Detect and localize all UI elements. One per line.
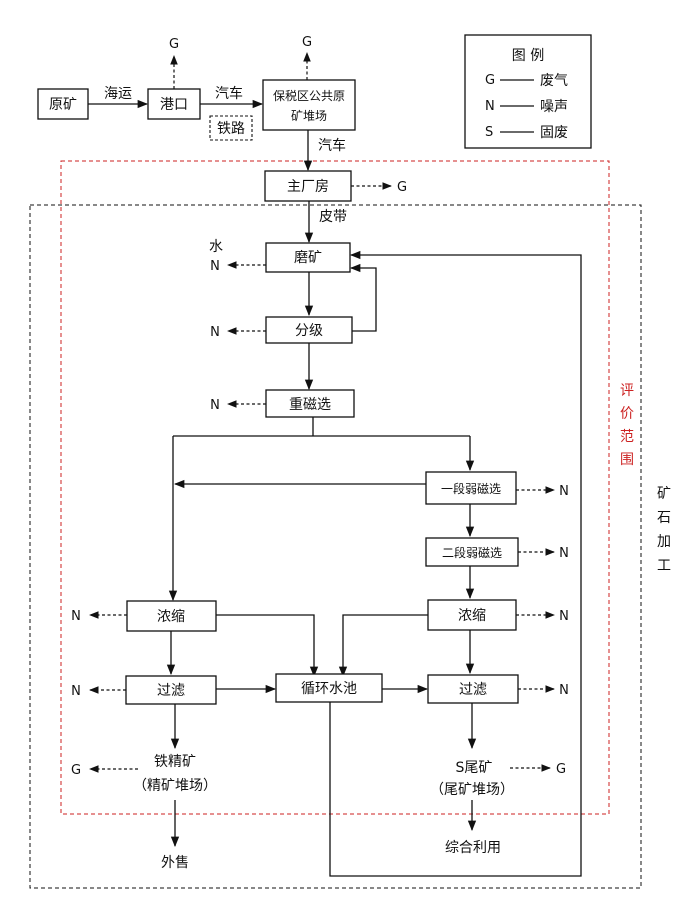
- node-thicken-right: 浓缩: [427, 599, 517, 631]
- svg-text:加: 加: [657, 534, 671, 550]
- emission-g: G: [397, 180, 407, 195]
- legend-text: 噪声: [540, 99, 568, 115]
- legend-title: 图 例: [512, 48, 544, 64]
- emission-n: N: [559, 484, 569, 499]
- edge-label-truck: 汽车: [215, 85, 243, 102]
- svg-text:循环水池: 循环水池: [301, 681, 357, 697]
- node-stockyard: 保税区公共原 矿堆场: [262, 79, 356, 131]
- node-weak-mag-1: 一段弱磁选: [425, 471, 517, 505]
- svg-text:主厂房: 主厂房: [287, 179, 329, 195]
- node-iron-concentrate: 铁精矿 （精矿堆场）: [133, 754, 217, 794]
- evaluation-scope-boundary: [60, 160, 610, 815]
- legend-code: G: [485, 73, 495, 88]
- node-classifying: 分级: [265, 316, 353, 344]
- svg-text:重磁选: 重磁选: [289, 397, 331, 413]
- svg-text:过滤: 过滤: [157, 683, 185, 699]
- legend-text: 固废: [540, 125, 568, 141]
- emission-n: N: [210, 259, 220, 274]
- svg-text:浓缩: 浓缩: [458, 608, 486, 624]
- emission-g: G: [302, 35, 312, 50]
- processing-scope-label: 矿 石 加 工: [657, 486, 671, 574]
- emission-n: N: [210, 325, 220, 340]
- node-filter-left: 过滤: [125, 675, 217, 705]
- svg-text:原矿: 原矿: [49, 97, 77, 113]
- node-utilization: 综合利用: [445, 840, 501, 856]
- svg-text:港口: 港口: [160, 97, 188, 113]
- node-weak-mag-2: 二段弱磁选: [425, 537, 519, 567]
- water-input-label: 水: [209, 239, 223, 255]
- legend-code: N: [485, 99, 495, 114]
- node-main-plant: 主厂房: [264, 170, 352, 202]
- node-thicken-left: 浓缩: [126, 600, 217, 632]
- svg-text:矿堆场: 矿堆场: [291, 109, 327, 123]
- node-port: 港口: [147, 88, 201, 120]
- emission-g: G: [556, 762, 566, 777]
- emission-n: N: [559, 546, 569, 561]
- node-heavy-mag: 重磁选: [265, 389, 355, 418]
- svg-text:二段弱磁选: 二段弱磁选: [442, 545, 502, 560]
- svg-text:铁精矿: 铁精矿: [154, 754, 196, 770]
- svg-text:矿: 矿: [657, 486, 671, 502]
- emission-n: N: [559, 609, 569, 624]
- svg-text:过滤: 过滤: [459, 682, 487, 698]
- emission-g: G: [169, 37, 179, 52]
- emission-n: N: [71, 684, 81, 699]
- svg-text:保税区公共原: 保税区公共原: [273, 89, 345, 103]
- node-tailings: S尾矿 （尾矿堆场）: [430, 760, 514, 798]
- edge-label-truck: 汽车: [318, 137, 346, 154]
- edge-classify-recycle: [349, 263, 377, 332]
- svg-text:围: 围: [620, 452, 634, 468]
- ore-processing-boundary: [29, 204, 642, 889]
- svg-text:S尾矿: S尾矿: [456, 760, 493, 776]
- node-railway: 铁路: [209, 115, 253, 141]
- node-pool: 循环水池: [275, 673, 383, 703]
- emission-n: N: [210, 398, 220, 413]
- emission-n: N: [559, 683, 569, 698]
- svg-text:评: 评: [620, 383, 634, 399]
- node-sale: 外售: [161, 855, 189, 871]
- edge-label-belt: 皮带: [319, 209, 347, 225]
- emission-n: N: [71, 609, 81, 624]
- edge-pool-return-water: [329, 250, 582, 877]
- emission-g: G: [71, 763, 81, 778]
- svg-text:分级: 分级: [295, 323, 323, 339]
- svg-text:石: 石: [657, 510, 671, 526]
- evaluation-scope-label: 评 价 范 围: [620, 383, 634, 468]
- legend: 图 例 G 废气 N 噪声 S 固废: [464, 34, 592, 149]
- edge-thicken-left-to-pool: [216, 614, 319, 678]
- svg-text:范: 范: [620, 428, 634, 445]
- svg-text:铁路: 铁路: [217, 121, 245, 137]
- svg-text:一段弱磁选: 一段弱磁选: [441, 481, 501, 496]
- svg-text:（精矿堆场）: （精矿堆场）: [133, 778, 217, 794]
- node-grinding: 磨矿: [265, 242, 351, 273]
- svg-text:工: 工: [657, 558, 671, 574]
- edge-label-sea: 海运: [104, 86, 132, 102]
- svg-text:价: 价: [620, 406, 634, 422]
- node-filter-right: 过滤: [427, 674, 519, 704]
- legend-code: S: [485, 125, 493, 140]
- svg-text:磨矿: 磨矿: [294, 250, 322, 266]
- edge-thicken-right-to-pool: [338, 614, 428, 678]
- svg-text:浓缩: 浓缩: [157, 609, 185, 625]
- node-raw-ore: 原矿: [37, 88, 89, 120]
- svg-text:（尾矿堆场）: （尾矿堆场）: [430, 782, 514, 798]
- legend-text: 废气: [540, 73, 568, 89]
